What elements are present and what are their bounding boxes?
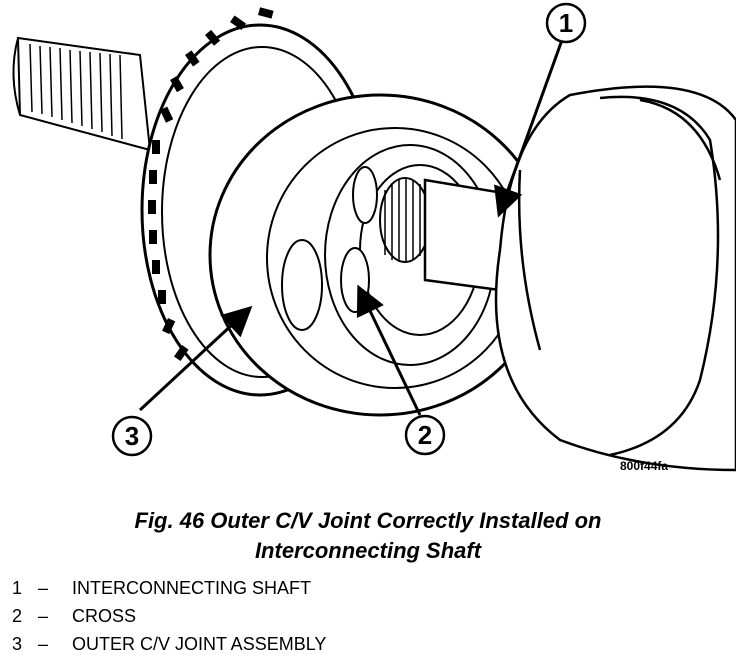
figure-caption: Fig. 46 Outer C/V Joint Correctly Instal… [0,506,736,566]
legend-item-2: 2 – CROSS [12,602,326,630]
callout-2: 2 [404,414,446,456]
callout-3-number: 3 [125,421,139,451]
leader-2 [356,284,422,416]
legend-item-1: 1 – INTERCONNECTING SHAFT [12,574,326,602]
figure-code: 800f44fa [620,459,669,473]
legend-separator: – [38,634,49,654]
legend-item-3: 3 – OUTER C/V JOINT ASSEMBLY [12,630,326,658]
callout-leaders [138,39,564,416]
leader-1 [494,39,564,218]
callout-1: 1 [545,2,587,44]
callout-2-number: 2 [418,420,432,450]
leader-3 [138,305,253,412]
legend-number: 1 [12,578,23,598]
splined-stub-shaft [12,36,152,152]
caption-line-2: Interconnecting Shaft [254,538,482,563]
legend-separator: – [38,578,49,598]
caption-line-1: Fig. 46 Outer C/V Joint Correctly Instal… [134,508,602,533]
legend-number: 3 [12,634,23,654]
legend-label: INTERCONNECTING SHAFT [72,578,312,598]
legend-number: 2 [12,606,23,626]
callout-1-number: 1 [559,8,573,38]
legend-label: OUTER C/V JOINT ASSEMBLY [72,634,327,654]
legend-separator: – [38,606,49,626]
cv-joint-illustration: 1 2 3 [12,2,736,472]
legend-label: CROSS [72,606,137,626]
inner-splined-end [379,177,431,263]
cv-boot [494,85,736,472]
legend: 1 – INTERCONNECTING SHAFT 2 – CROSS 3 – … [12,574,326,658]
callout-3: 3 [111,415,153,457]
